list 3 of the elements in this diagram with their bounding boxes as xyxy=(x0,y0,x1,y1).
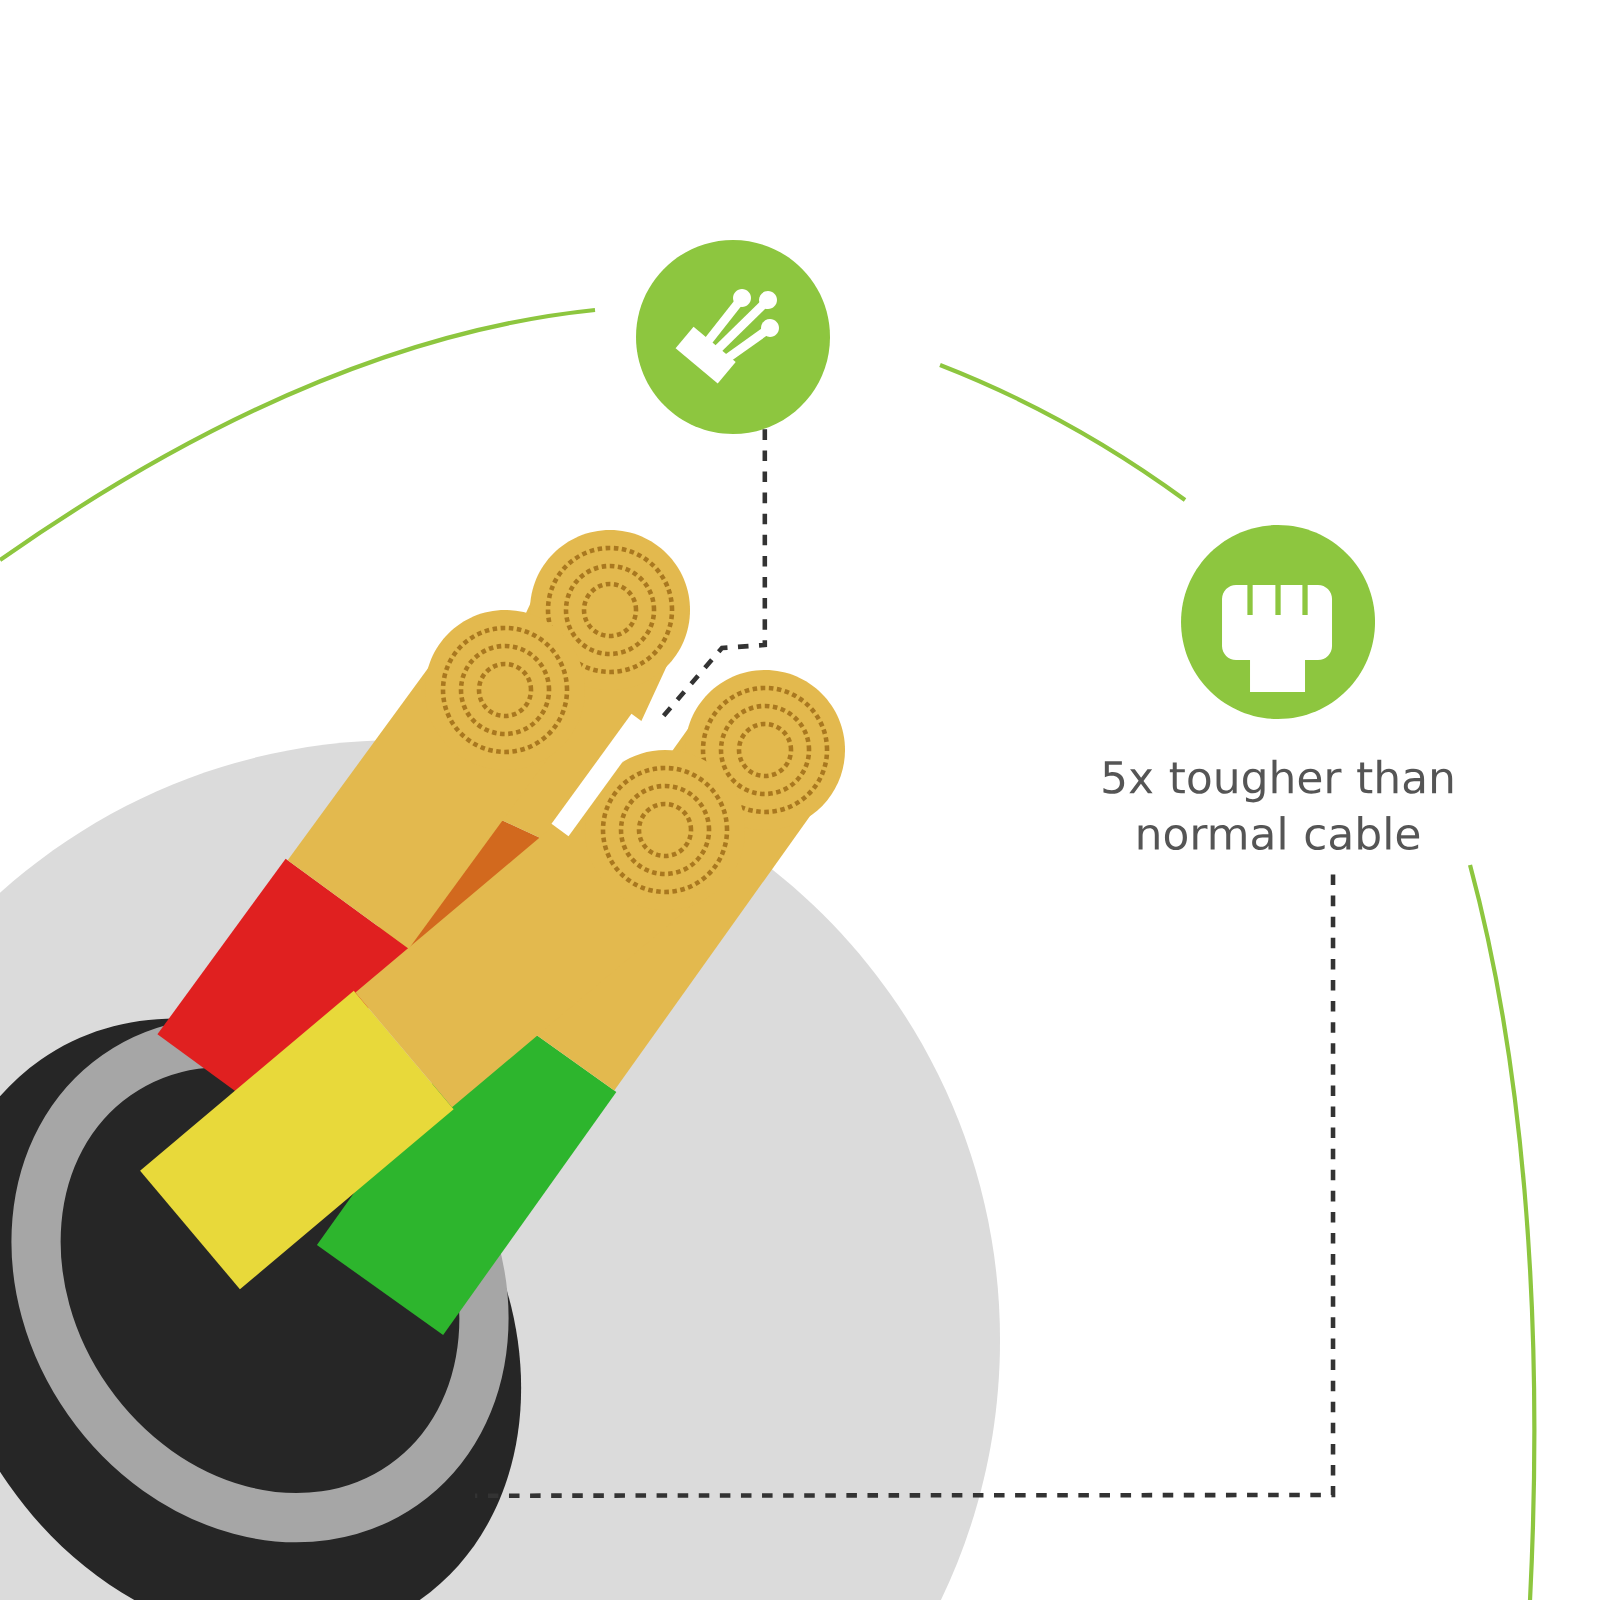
cable-drawing xyxy=(0,530,845,1600)
caption-text: 5x tougher than normal cable xyxy=(1103,759,1453,851)
leader-line xyxy=(475,874,1336,1498)
